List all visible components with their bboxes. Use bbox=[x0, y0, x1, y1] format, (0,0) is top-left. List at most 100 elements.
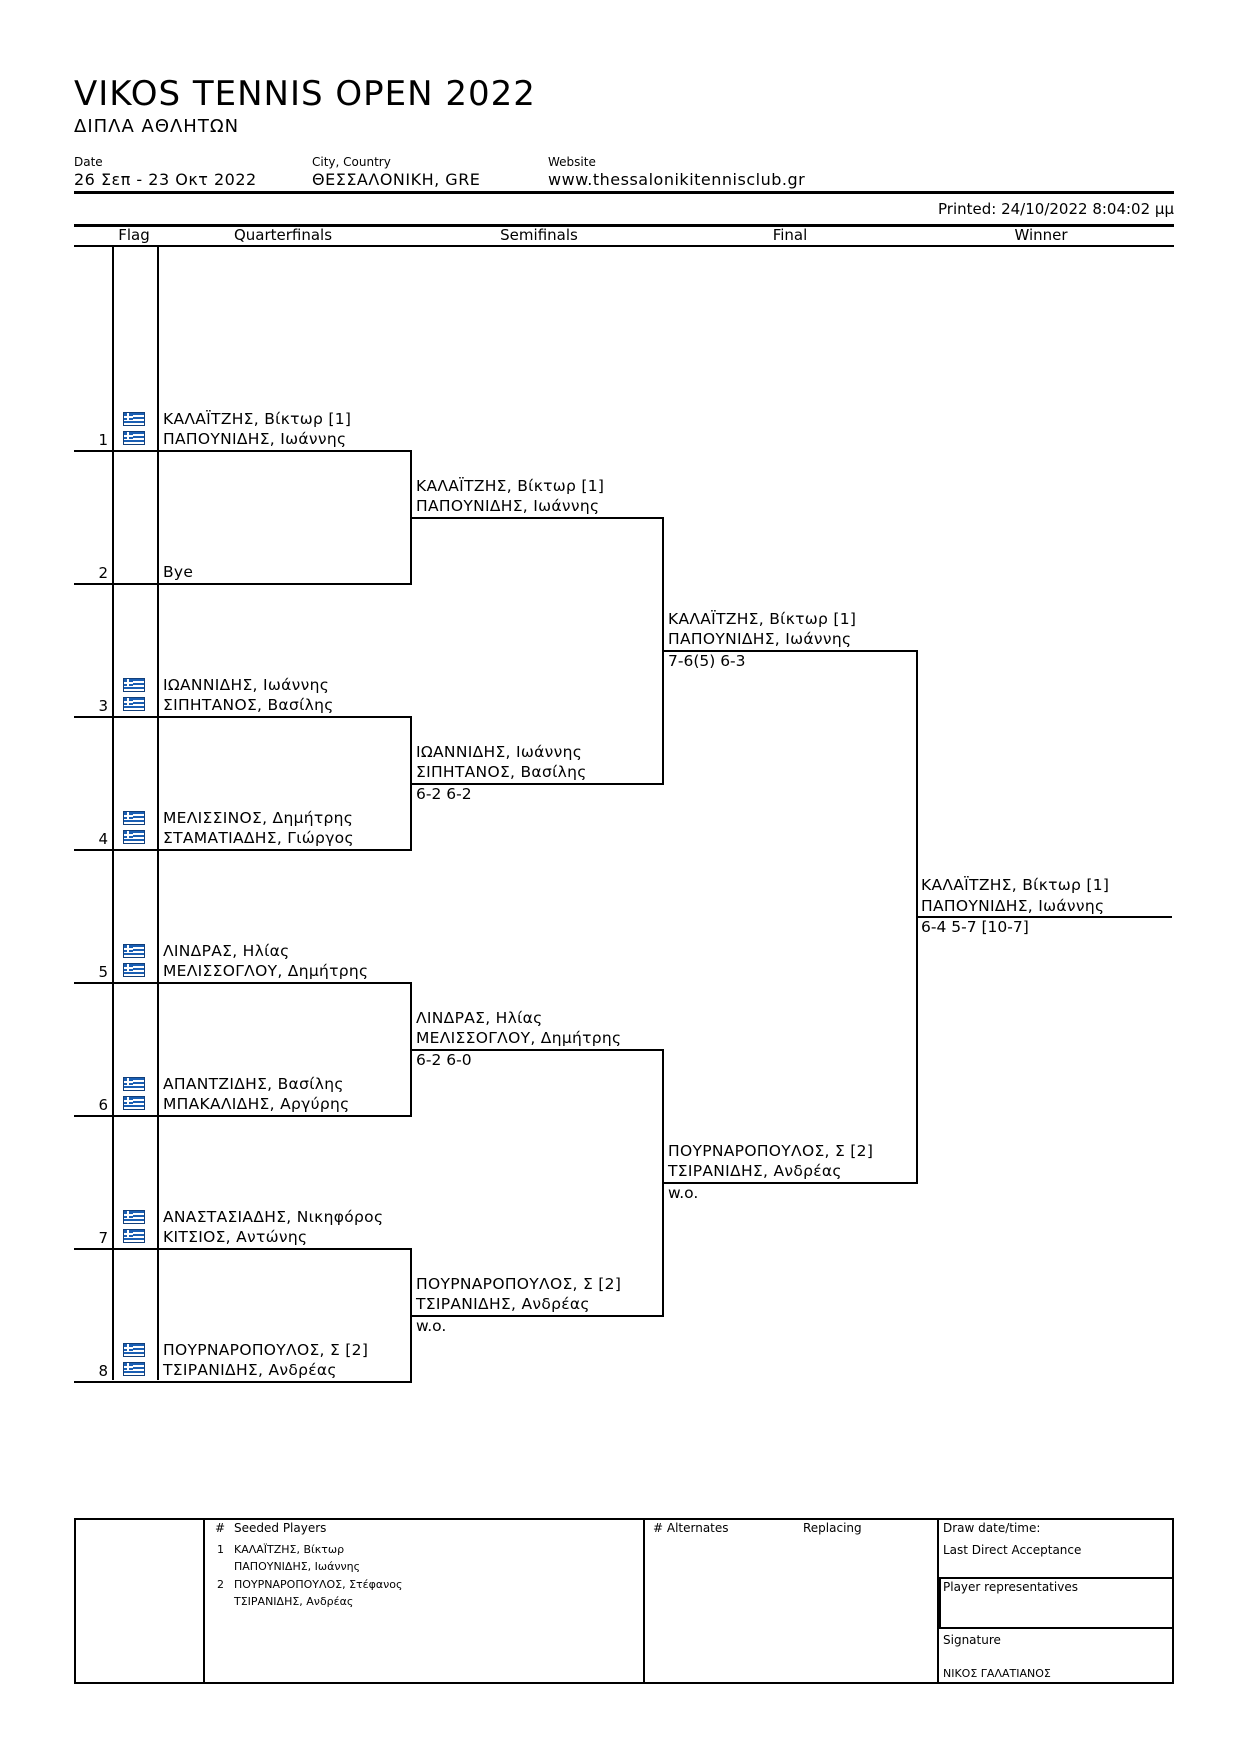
quarterfinal-player-1: ΙΩΑΝΝΙΔΗΣ, Ιωάννης bbox=[163, 676, 330, 694]
page-subtitle: ΔΙΠΛΑ ΑΘΛΗΤΩΝ bbox=[74, 116, 240, 137]
draw-position: 8 bbox=[98, 1362, 108, 1380]
seed-2-player-2: ΤΣΙΡΑΝΙΔΗΣ, Ανδρέας bbox=[234, 1595, 354, 1608]
semifinal-player-1: ΚΑΛΑΪΤΖΗΣ, Βίκτωρ [1] bbox=[416, 477, 605, 495]
quarterfinal-player-1: ΚΑΛΑΪΤΖΗΣ, Βίκτωρ [1] bbox=[163, 410, 352, 428]
winner-player-2: ΠΑΠΟΥΝΙΔΗΣ, Ιωάννης bbox=[921, 897, 1105, 915]
semifinal-player-2: ΤΣΙΡΑΝΙΔΗΣ, Ανδρέας bbox=[416, 1295, 590, 1313]
replacing-label: Replacing bbox=[803, 1521, 862, 1535]
draw-position: 1 bbox=[98, 431, 108, 449]
quarterfinal-player-2: ΣΤΑΜΑΤΙΑΔΗΣ, Γιώργος bbox=[163, 829, 354, 847]
draw-position: 2 bbox=[98, 564, 108, 582]
semifinal-player-1: ΙΩΑΝΝΙΔΗΣ, Ιωάννης bbox=[416, 743, 583, 761]
greece-flag-icon bbox=[123, 412, 145, 426]
greece-flag-icon bbox=[123, 1210, 145, 1224]
website-label: Website bbox=[548, 155, 596, 169]
winner-line bbox=[916, 916, 1172, 918]
page-title: VIKOS TENNIS OPEN 2022 bbox=[74, 74, 536, 114]
column-header-semifinals: Semifinals bbox=[500, 226, 578, 244]
flag-column-left-border bbox=[112, 246, 114, 1380]
columns-bottom-rule bbox=[74, 245, 1174, 247]
semifinal-player-2: ΠΑΠΟΥΝΙΔΗΣ, Ιωάννης bbox=[416, 497, 600, 515]
semifinal-score: w.o. bbox=[416, 1317, 447, 1335]
seeded-hash: # bbox=[215, 1521, 226, 1535]
column-header-quarterfinals: Quarterfinals bbox=[233, 226, 333, 244]
quarterfinal-player-2: ΜΠΑΚΑΛΙΔΗΣ, Αργύρης bbox=[163, 1095, 350, 1113]
quarterfinal-line bbox=[74, 1115, 412, 1117]
quarterfinal-player-2: ΣΙΠΗΤΑΝΟΣ, Βασίλης bbox=[163, 696, 334, 714]
player-reps-box bbox=[939, 1577, 1174, 1629]
quarterfinal-player-1: ΛΙΝΔΡΑΣ, Ηλίας bbox=[163, 942, 290, 960]
signature-label: Signature bbox=[943, 1633, 1001, 1647]
last-direct-acceptance-label: Last Direct Acceptance bbox=[943, 1543, 1082, 1557]
semifinal-player-2: ΜΕΛΙΣΣΟΓΛΟΥ, Δημήτρης bbox=[416, 1029, 622, 1047]
quarterfinal-player-2: ΠΑΠΟΥΝΙΔΗΣ, Ιωάννης bbox=[163, 430, 347, 448]
footer-divider-2 bbox=[643, 1518, 645, 1684]
footer-divider-1 bbox=[203, 1518, 205, 1684]
quarterfinal-player-2: Bye bbox=[163, 563, 194, 581]
quarterfinal-line bbox=[74, 1248, 412, 1250]
flag-column-right-border bbox=[157, 246, 159, 1380]
semifinal-score: 6-2 6-2 bbox=[416, 785, 472, 803]
quarterfinal-player-1: ΠΟΥΡΝΑΡΟΠΟΥΛΟΣ, Σ [2] bbox=[163, 1341, 369, 1359]
quarterfinal-player-1: ΑΠΑΝΤΖΙΔΗΣ, Βασίλης bbox=[163, 1075, 344, 1093]
final-line bbox=[662, 1182, 918, 1184]
greece-flag-icon bbox=[123, 944, 145, 958]
greece-flag-icon bbox=[123, 963, 145, 977]
semifinal-line bbox=[410, 1315, 664, 1317]
greece-flag-icon bbox=[123, 811, 145, 825]
signature-name: ΝΙΚΟΣ ΓΑΛΑΤΙΑΝΟΣ bbox=[943, 1667, 1051, 1680]
greece-flag-icon bbox=[123, 1343, 145, 1357]
player-representatives-label: Player representatives bbox=[943, 1580, 1078, 1594]
date-label: Date bbox=[74, 155, 103, 169]
final-score: w.o. bbox=[668, 1184, 699, 1202]
winner-player-1: ΚΑΛΑΪΤΖΗΣ, Βίκτωρ [1] bbox=[921, 876, 1110, 894]
alternates-label: # Alternates bbox=[653, 1521, 729, 1535]
draw-position: 7 bbox=[98, 1229, 108, 1247]
seeded-players-label: Seeded Players bbox=[234, 1521, 327, 1535]
quarterfinal-line bbox=[74, 982, 412, 984]
seed-2-player-1: ΠΟΥΡΝΑΡΟΠΟΥΛΟΣ, Στέφανος bbox=[234, 1578, 403, 1591]
greece-flag-icon bbox=[123, 1096, 145, 1110]
seed-num-1: 1 bbox=[217, 1543, 224, 1556]
quarterfinal-line bbox=[74, 1381, 412, 1383]
column-header-final: Final bbox=[772, 226, 808, 244]
semifinal-player-2: ΣΙΠΗΤΑΝΟΣ, Βασίλης bbox=[416, 763, 587, 781]
final-player-2: ΠΑΠΟΥΝΙΔΗΣ, Ιωάννης bbox=[668, 630, 852, 648]
semifinal-player-1: ΛΙΝΔΡΑΣ, Ηλίας bbox=[416, 1009, 543, 1027]
draw-position: 4 bbox=[98, 830, 108, 848]
draw-position: 3 bbox=[98, 697, 108, 715]
quarterfinal-player-2: ΜΕΛΙΣΣΟΓΛΟΥ, Δημήτρης bbox=[163, 962, 369, 980]
greece-flag-icon bbox=[123, 830, 145, 844]
seed-1-player-2: ΠΑΠΟΥΝΙΔΗΣ, Ιωάννης bbox=[234, 1560, 361, 1573]
greece-flag-icon bbox=[123, 678, 145, 692]
winner-score: 6-4 5-7 [10-7] bbox=[921, 918, 1029, 936]
greece-flag-icon bbox=[123, 697, 145, 711]
final-player-1: ΠΟΥΡΝΑΡΟΠΟΥΛΟΣ, Σ [2] bbox=[668, 1142, 874, 1160]
column-header-winner: Winner bbox=[1014, 226, 1068, 244]
quarterfinal-line bbox=[74, 849, 412, 851]
draw-datetime-label: Draw date/time: bbox=[943, 1521, 1041, 1535]
quarterfinal-player-1: ΜΕΛΙΣΣΙΝΟΣ, Δημήτρης bbox=[163, 809, 354, 827]
greece-flag-icon bbox=[123, 431, 145, 445]
greece-flag-icon bbox=[123, 1229, 145, 1243]
quarterfinal-line bbox=[74, 716, 412, 718]
seed-1-player-1: ΚΑΛΑΪΤΖΗΣ, Βίκτωρ bbox=[234, 1543, 345, 1556]
final-score: 7-6(5) 6-3 bbox=[668, 652, 746, 670]
column-header-flag: Flag bbox=[118, 226, 150, 244]
draw-position: 5 bbox=[98, 963, 108, 981]
date-value: 26 Σεπ - 23 Οκτ 2022 bbox=[74, 170, 257, 189]
final-player-2: ΤΣΙΡΑΝΙΔΗΣ, Ανδρέας bbox=[668, 1162, 842, 1180]
seed-num-2: 2 bbox=[217, 1578, 224, 1591]
quarterfinal-line bbox=[74, 450, 412, 452]
final-player-1: ΚΑΛΑΪΤΖΗΣ, Βίκτωρ [1] bbox=[668, 610, 857, 628]
header-divider bbox=[74, 191, 1174, 194]
quarterfinal-player-2: ΚΙΤΣΙΟΣ, Αντώνης bbox=[163, 1228, 308, 1246]
semifinal-score: 6-2 6-0 bbox=[416, 1051, 472, 1069]
quarterfinal-player-1: ΑΝΑΣΤΑΣΙΑΔΗΣ, Νικηφόρος bbox=[163, 1208, 384, 1226]
final-line bbox=[662, 650, 918, 652]
greece-flag-icon bbox=[123, 1362, 145, 1376]
semifinal-player-1: ΠΟΥΡΝΑΡΟΠΟΥΛΟΣ, Σ [2] bbox=[416, 1275, 622, 1293]
greece-flag-icon bbox=[123, 1077, 145, 1091]
semifinal-line bbox=[410, 517, 664, 519]
semifinal-line bbox=[410, 1049, 664, 1051]
